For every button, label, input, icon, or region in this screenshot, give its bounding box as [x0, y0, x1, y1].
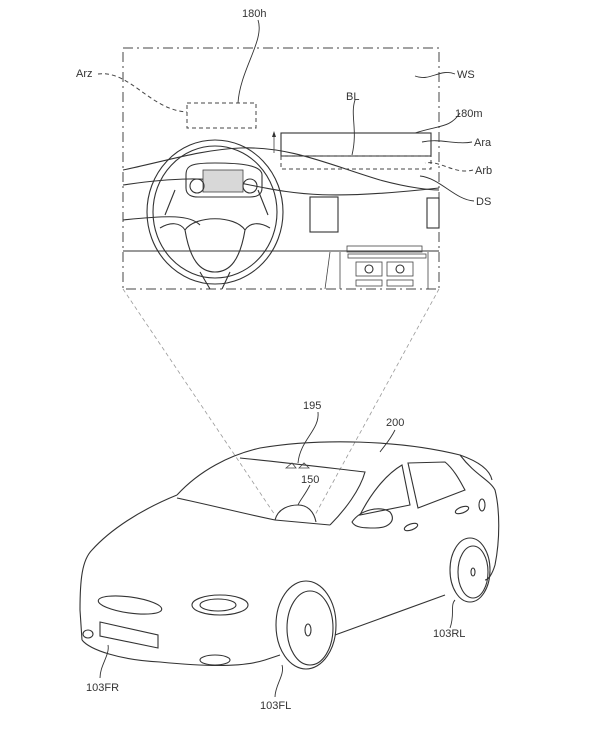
door-handle-rear — [454, 505, 470, 515]
vehicle-roofline — [176, 441, 493, 496]
headlight-right-inner — [199, 598, 237, 612]
leader-bl — [351, 99, 356, 156]
leader-180h — [237, 19, 260, 104]
projection-line-left — [122, 288, 276, 516]
projection-line-right — [314, 288, 440, 516]
center-console — [324, 245, 429, 290]
rear-body — [459, 454, 500, 581]
leader-103rl — [449, 599, 456, 629]
label-103fl: 103FL — [260, 700, 291, 712]
leader-195 — [297, 411, 319, 464]
label-arz: Arz — [76, 68, 93, 80]
area-arb — [280, 155, 432, 170]
front-grille — [99, 621, 159, 649]
label-103rl: 103RL — [433, 628, 465, 640]
label-ws: WS — [457, 69, 475, 81]
headlight-right — [191, 594, 249, 616]
dashboard-top-line — [122, 147, 440, 191]
windshield-top — [239, 457, 366, 526]
label-arb: Arb — [475, 165, 492, 177]
label-bl: BL — [346, 91, 359, 103]
label-195: 195 — [303, 400, 321, 412]
label-180m: 180m — [455, 108, 483, 120]
rear-side-window — [407, 461, 466, 509]
rear-wheel — [449, 537, 491, 603]
leader-ws — [414, 72, 456, 78]
right-vent — [426, 197, 440, 229]
headlight-left — [97, 595, 163, 615]
leader-103fr — [99, 644, 109, 679]
label-180h: 180h — [242, 8, 266, 20]
front-wheel — [275, 580, 337, 670]
steering-wheel — [146, 139, 284, 290]
fuel-cap — [478, 498, 486, 512]
leader-180m — [414, 112, 461, 134]
side-mirror — [351, 508, 393, 529]
vehicle: 195 200 150 103RL 103FR 103FL — [79, 400, 500, 712]
front-side-window — [359, 464, 411, 516]
interior-inset: 180h Arz WS BL 180m Ara Arb DS — [76, 8, 492, 290]
label-ara: Ara — [474, 137, 492, 149]
label-200: 200 — [386, 417, 404, 429]
dashboard-surface — [122, 178, 440, 196]
door-handle-front — [403, 522, 419, 532]
leader-ds — [419, 175, 475, 202]
instrument-cluster — [185, 162, 263, 198]
inset-frame — [122, 47, 440, 290]
arrow-head — [272, 131, 276, 137]
label-150: 150 — [301, 474, 319, 486]
leader-103fl — [274, 664, 284, 698]
vehicle-hood — [79, 494, 178, 641]
leader-200 — [379, 429, 396, 453]
leader-arz — [97, 73, 188, 113]
side-sill — [334, 594, 446, 636]
leader-ara — [421, 140, 473, 144]
center-vent — [309, 196, 339, 233]
mirror-display-180m — [280, 132, 432, 157]
label-ds: DS — [476, 196, 491, 208]
dashboard-lower — [122, 216, 201, 226]
label-103fr: 103FR — [86, 682, 119, 694]
leader-arb — [424, 162, 474, 172]
fog-light — [82, 629, 94, 639]
lower-intake — [199, 654, 231, 666]
leader-150 — [297, 484, 311, 506]
hud-area-180h — [186, 102, 257, 129]
front-bumper-lower — [81, 639, 281, 667]
camera-195 — [284, 462, 310, 469]
windshield-base — [176, 497, 331, 526]
steering-visible — [274, 504, 317, 523]
